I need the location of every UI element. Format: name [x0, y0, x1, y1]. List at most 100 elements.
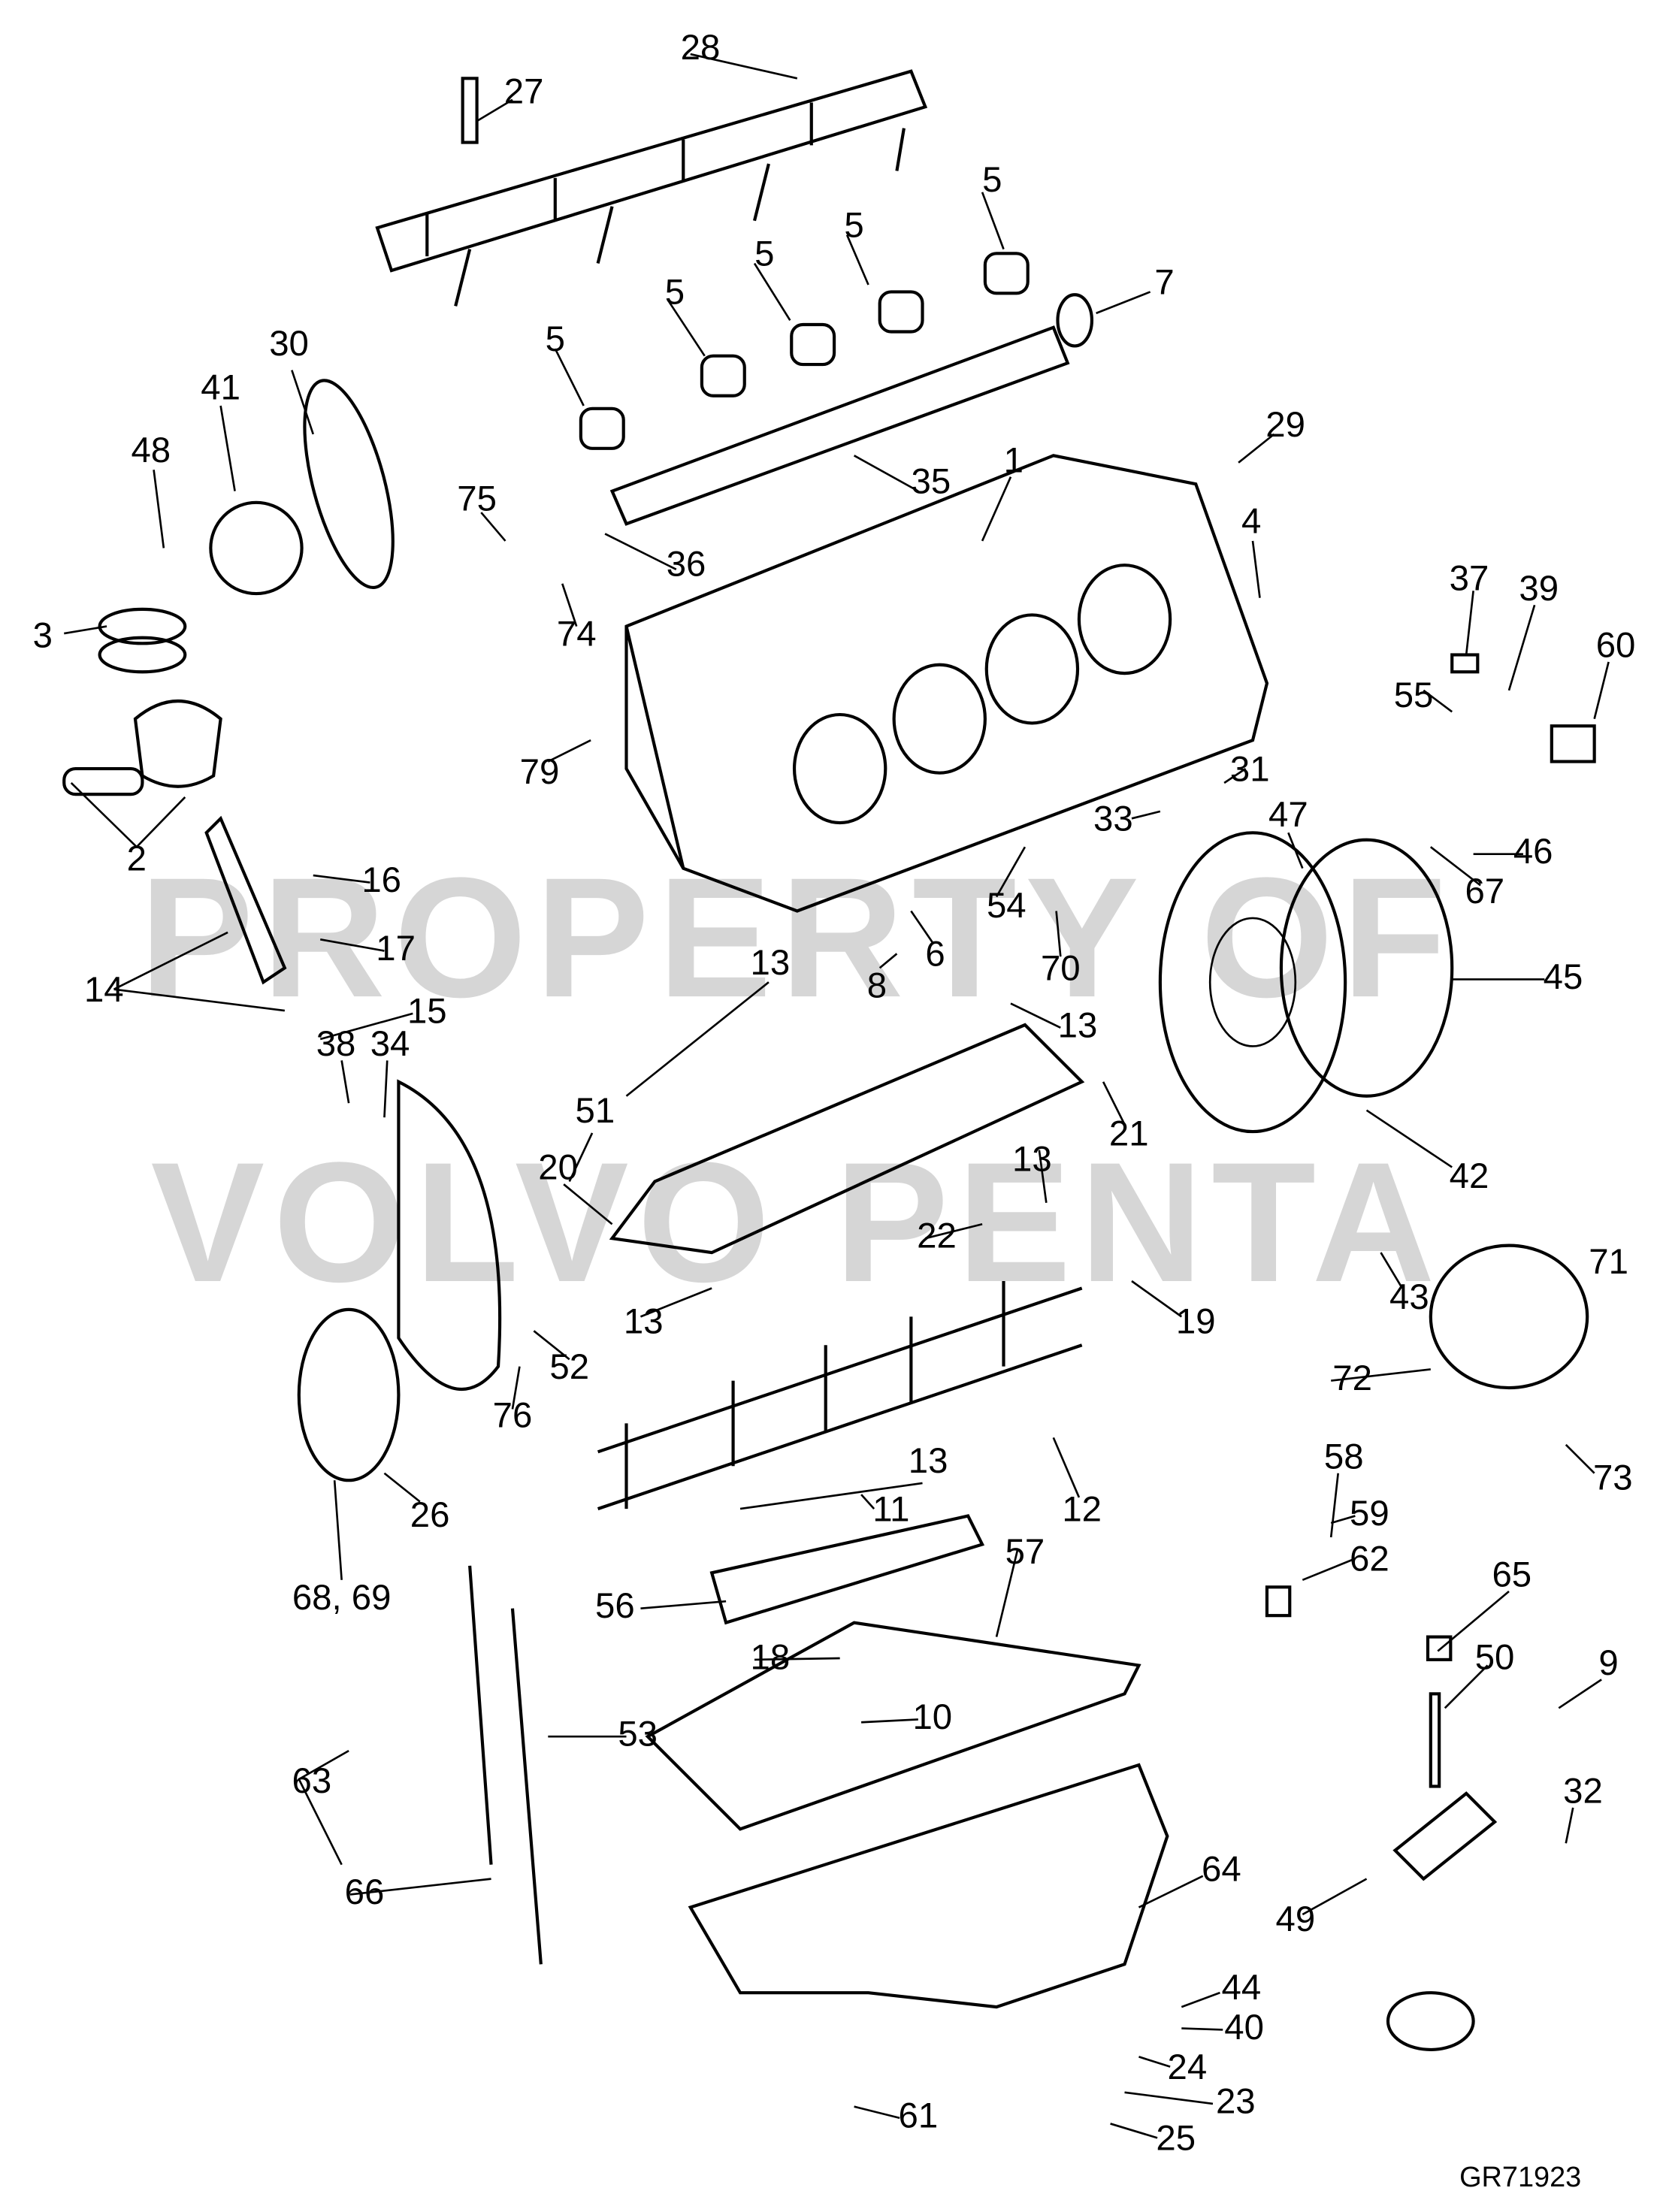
oil-pickup: [1386, 1991, 1475, 2052]
bushing-62: [1265, 1585, 1292, 1618]
callout-label: 72: [1332, 1358, 1372, 1398]
callout-label: 31: [1230, 749, 1270, 789]
callout-label: 49: [1276, 1899, 1316, 1939]
callout-label: 22: [917, 1216, 957, 1256]
callout-label: 12: [1062, 1489, 1102, 1529]
callout-label: 47: [1268, 795, 1308, 835]
callout-label: 61: [899, 2096, 939, 2135]
callout-label: 13: [1058, 1005, 1098, 1045]
callout-label: 26: [410, 1495, 450, 1535]
callout-label: 29: [1265, 405, 1305, 445]
callout-label: 17: [376, 929, 416, 969]
callout-label: 44: [1222, 1968, 1262, 2008]
callout-label: 23: [1216, 2081, 1256, 2121]
callout-label: 15: [407, 991, 447, 1031]
callout-label: 7: [1154, 262, 1174, 302]
main-bearing-caps: [597, 1281, 1083, 1511]
timing-chain: [303, 379, 395, 590]
oil-pan-gasket: [645, 1621, 1141, 1831]
callout-label: 4: [1241, 502, 1261, 542]
callout-label: 21: [1109, 1114, 1149, 1153]
flexplate: [1279, 838, 1454, 1098]
callout-label: 6: [925, 935, 945, 975]
callout-label: 37: [1450, 559, 1489, 599]
leader-lines: [64, 53, 1610, 2139]
piston-pin: [62, 766, 144, 796]
callout-label: 79: [520, 752, 560, 792]
callout-label: 51: [575, 1091, 615, 1131]
callout-label: 28: [681, 28, 721, 68]
callout-label: 2: [127, 839, 147, 879]
engine-block: [624, 454, 1269, 913]
timing-cover: [397, 1079, 502, 1392]
callout-label: 24: [1168, 2047, 1208, 2087]
callout-label: 64: [1202, 1850, 1241, 1890]
callout-label: 13: [909, 1441, 948, 1481]
callout-label: 19: [1176, 1301, 1216, 1341]
dipstick-tube: [468, 1565, 543, 1965]
callout-label: 76: [493, 1395, 533, 1435]
callout-label: 18: [750, 1637, 790, 1677]
oil-pan: [688, 1763, 1169, 2009]
callout-label: 70: [1041, 949, 1081, 989]
piston-ring: [98, 636, 187, 674]
callout-label: 36: [667, 545, 706, 585]
callout-label: 50: [1475, 1637, 1515, 1677]
callout-label: 13: [750, 943, 790, 983]
callout-label: 68, 69: [292, 1578, 392, 1618]
callout-label: 66: [345, 1872, 385, 1912]
callout-label: 73: [1593, 1458, 1633, 1498]
callout-label: 9: [1598, 1643, 1618, 1683]
cam-bearings: [579, 252, 1094, 450]
oil-pump: [1392, 1791, 1498, 1881]
callout-label: 52: [549, 1347, 589, 1387]
reference-code: GR71923: [1459, 2162, 1581, 2193]
callout-label: 5: [754, 234, 774, 274]
parts: [62, 69, 1596, 2052]
callout-label: 33: [1093, 799, 1133, 839]
callout-label: 5: [982, 160, 1002, 200]
callout-label: 48: [131, 431, 171, 470]
callout-label: 75: [457, 479, 497, 518]
callout-label: 65: [1492, 1555, 1532, 1595]
callout-label: 41: [201, 368, 240, 408]
callout-label: 63: [292, 1761, 332, 1801]
timing-gear: [209, 500, 304, 596]
bolt-27: [461, 77, 479, 144]
callout-label: 30: [269, 324, 309, 364]
callout-label: 39: [1519, 569, 1559, 609]
pump-shaft: [1429, 1692, 1441, 1788]
callout-label: 46: [1513, 832, 1553, 872]
connecting-rod: [204, 815, 287, 985]
callout-label: 34: [370, 1024, 410, 1064]
callout-label: 14: [84, 970, 124, 1010]
callout-label: 20: [538, 1148, 578, 1188]
piston: [133, 699, 222, 788]
cylinder-bores: [792, 564, 1172, 825]
callout-label: 8: [867, 965, 887, 1005]
callout-label: 58: [1324, 1437, 1364, 1476]
callout-label: 67: [1465, 872, 1504, 911]
flywheel: [1158, 831, 1347, 1134]
callout-label: 40: [1224, 2008, 1264, 2047]
callout-label: 5: [844, 206, 863, 246]
callout-label: 43: [1389, 1277, 1429, 1317]
callout-label: 3: [33, 615, 53, 655]
callout-label: 13: [624, 1301, 664, 1341]
camshaft: [609, 325, 1070, 526]
callout-label: 1: [1004, 440, 1024, 480]
windage-tray: [709, 1514, 985, 1625]
flywheel-hub: [1208, 917, 1297, 1047]
callout-label: 27: [504, 72, 544, 112]
callout-label: 74: [557, 614, 597, 654]
callout-label: 59: [1350, 1494, 1389, 1534]
bellhousing-part: [1429, 1243, 1589, 1390]
callout-label: 42: [1450, 1156, 1489, 1196]
callout-label: 35: [912, 462, 951, 502]
callout-label: 5: [546, 319, 565, 359]
piston-rings: [98, 607, 187, 645]
damper: [297, 1307, 401, 1482]
